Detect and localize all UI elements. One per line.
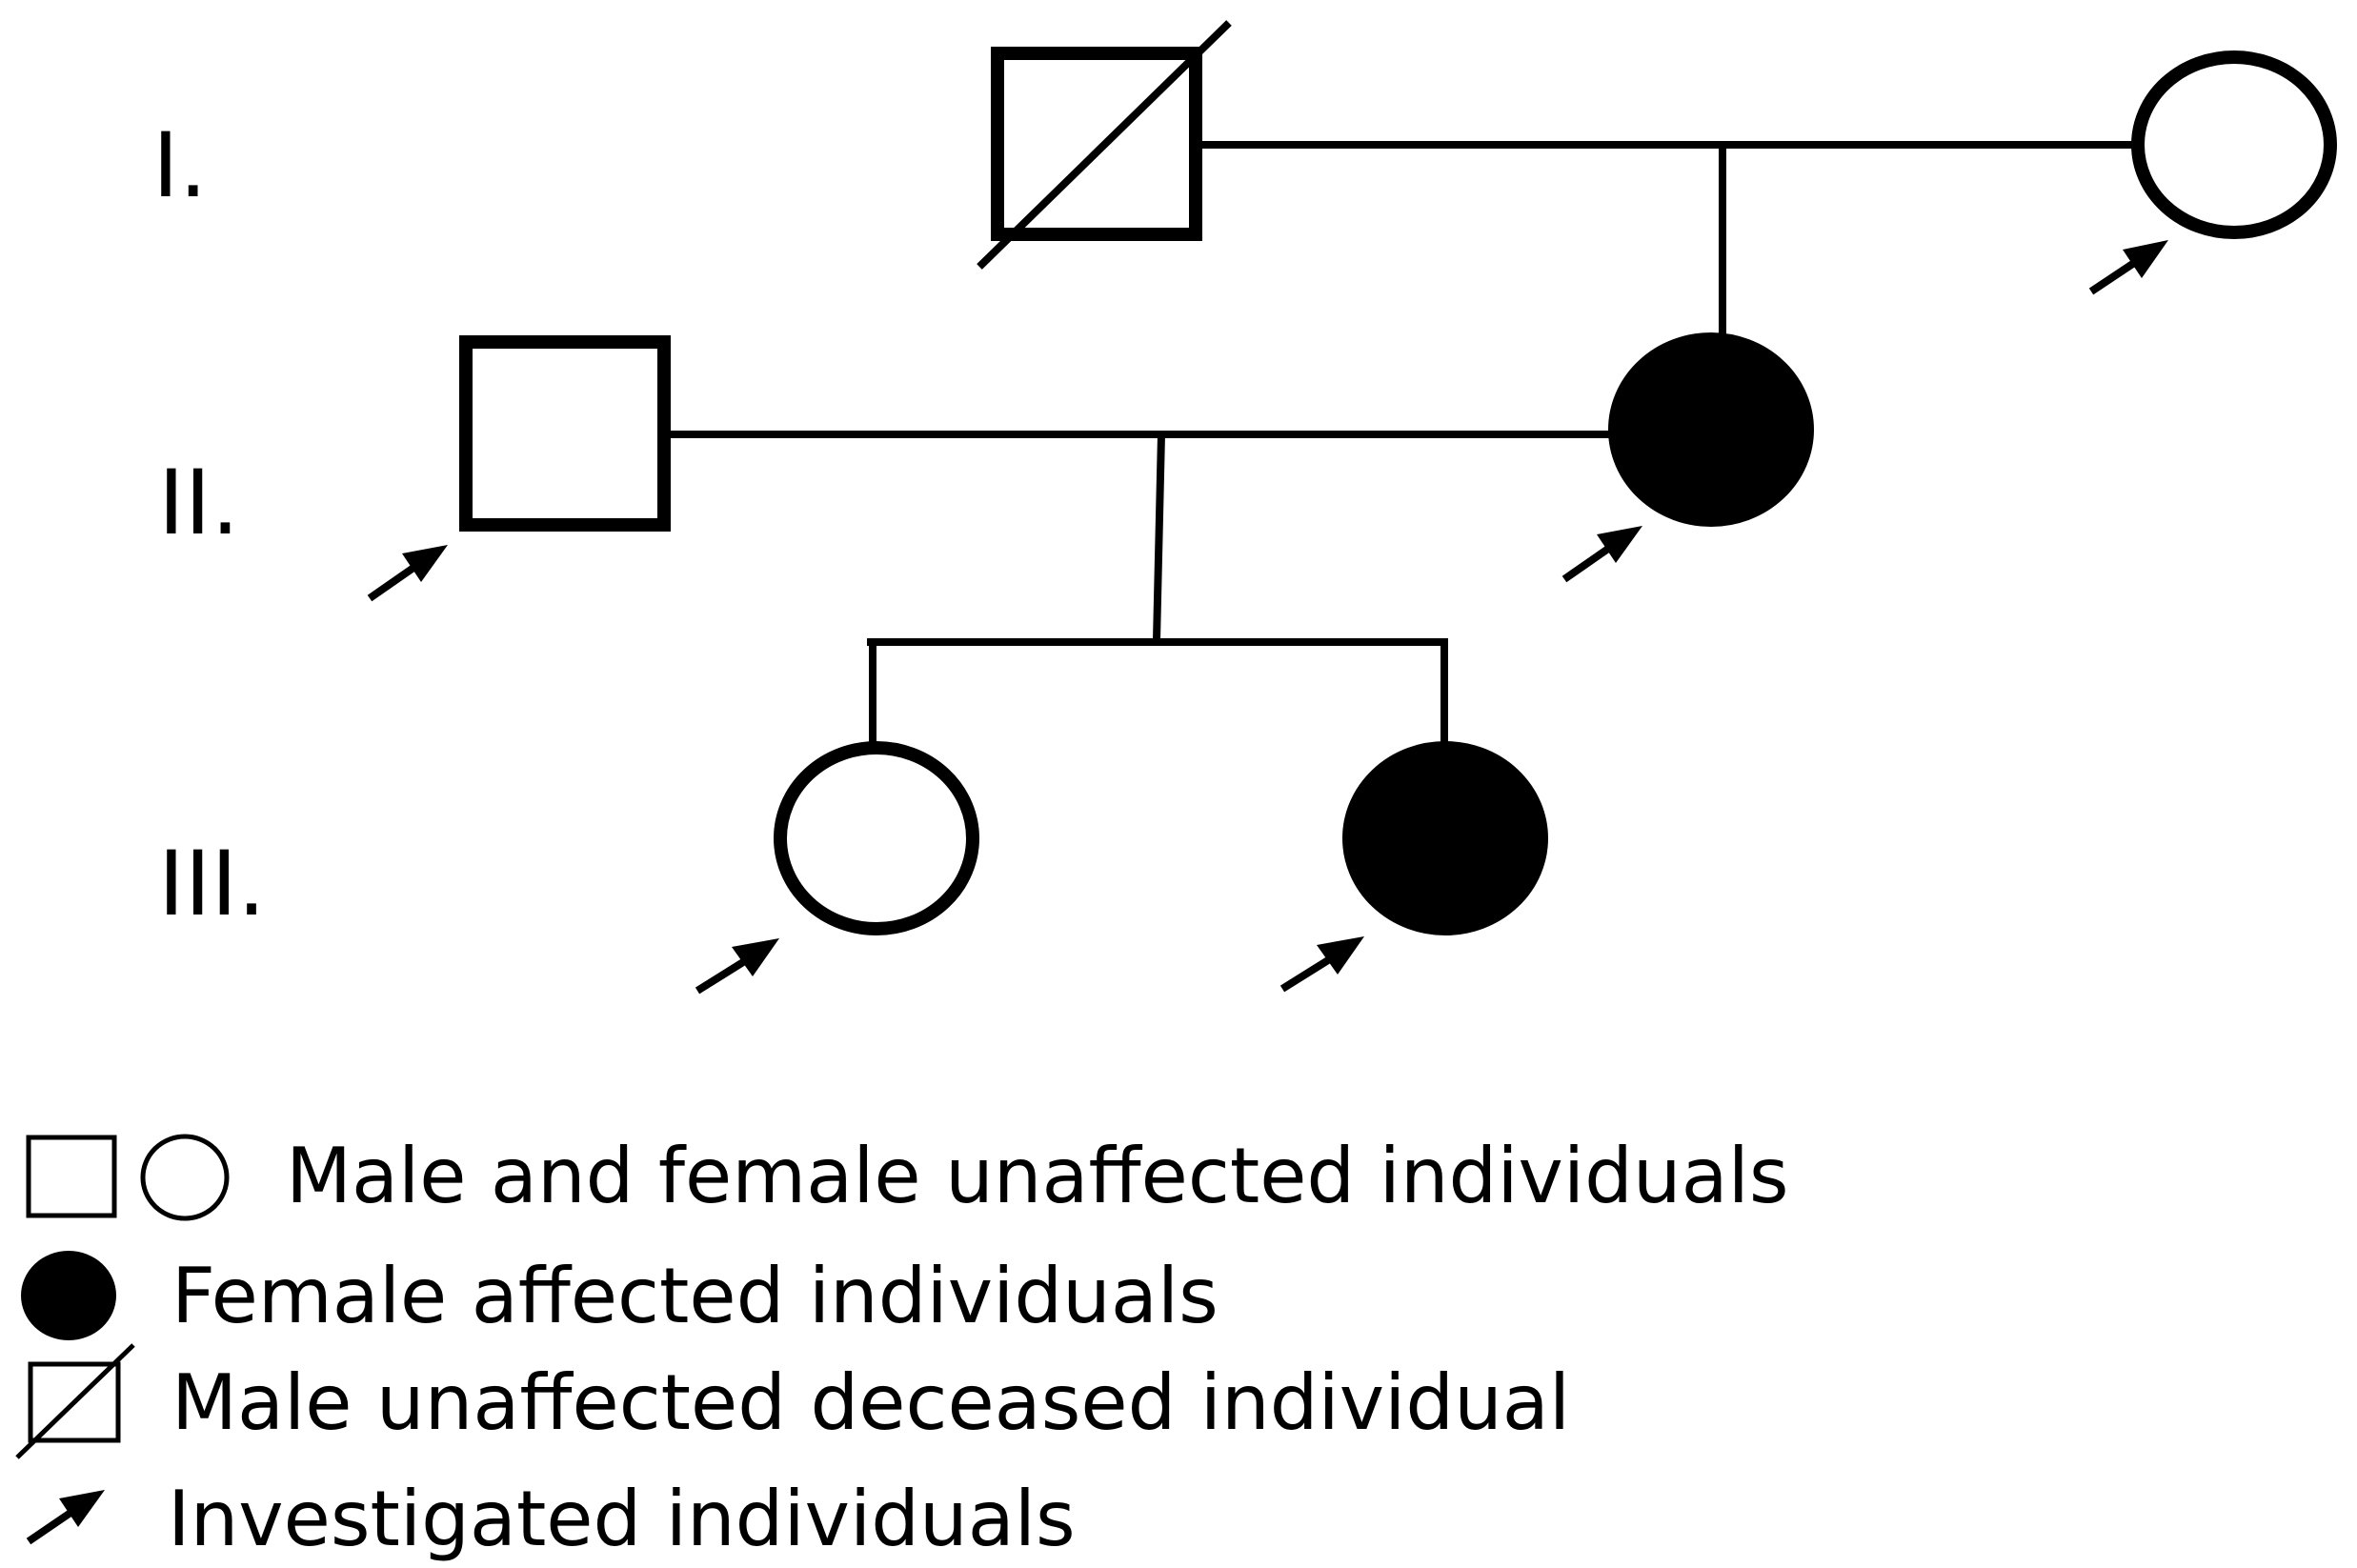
descent-line-gen-2 <box>1153 433 1165 641</box>
arrow-icon <box>26 1490 105 1545</box>
generation-label-2: II. <box>158 452 239 555</box>
individual-I-2 <box>2131 50 2337 239</box>
legend-item-affected: Female affected individuals <box>21 1251 1219 1340</box>
legend-label-deceased: Male unaffected deceased individual <box>171 1358 1570 1447</box>
generation-label-1: I. <box>152 114 208 218</box>
arrow-icon <box>1561 526 1642 583</box>
affected-female-symbol <box>1342 741 1548 935</box>
female-symbol <box>774 741 979 935</box>
individual-II-1 <box>459 335 671 532</box>
deceased-slash <box>977 20 1232 270</box>
pedigree-lines <box>670 141 2132 753</box>
arrow-icon <box>695 938 779 995</box>
legend-item-investigated: Investigated individuals <box>26 1475 1076 1563</box>
individual-III-1 <box>774 741 979 935</box>
legend-label-affected: Female affected individuals <box>171 1252 1219 1340</box>
investigated-arrows <box>367 240 2168 995</box>
arrow-icon <box>1279 936 1364 993</box>
male-symbol <box>459 335 671 532</box>
generation-label-3: III. <box>158 833 266 936</box>
male-symbol-icon <box>26 1135 117 1218</box>
female-symbol <box>2131 50 2337 239</box>
legend-label-unaffected: Male and female unaffected individuals <box>286 1132 1789 1220</box>
arrow-icon <box>367 545 448 602</box>
legend-item-deceased: Male unaffected deceased individual <box>15 1343 1570 1459</box>
individual-II-2 <box>1608 332 1814 527</box>
legend: Male and female unaffected individuals F… <box>15 1132 1789 1563</box>
deceased-slash-icon <box>15 1343 135 1459</box>
female-symbol-icon <box>140 1134 230 1221</box>
affected-female-symbol <box>1608 332 1814 527</box>
individual-I-1 <box>977 20 1232 270</box>
affected-female-icon <box>21 1251 116 1340</box>
legend-item-unaffected: Male and female unaffected individuals <box>26 1132 1789 1221</box>
individual-III-2 <box>1342 741 1548 935</box>
legend-label-investigated: Investigated individuals <box>168 1475 1076 1563</box>
arrow-icon <box>2088 240 2168 295</box>
